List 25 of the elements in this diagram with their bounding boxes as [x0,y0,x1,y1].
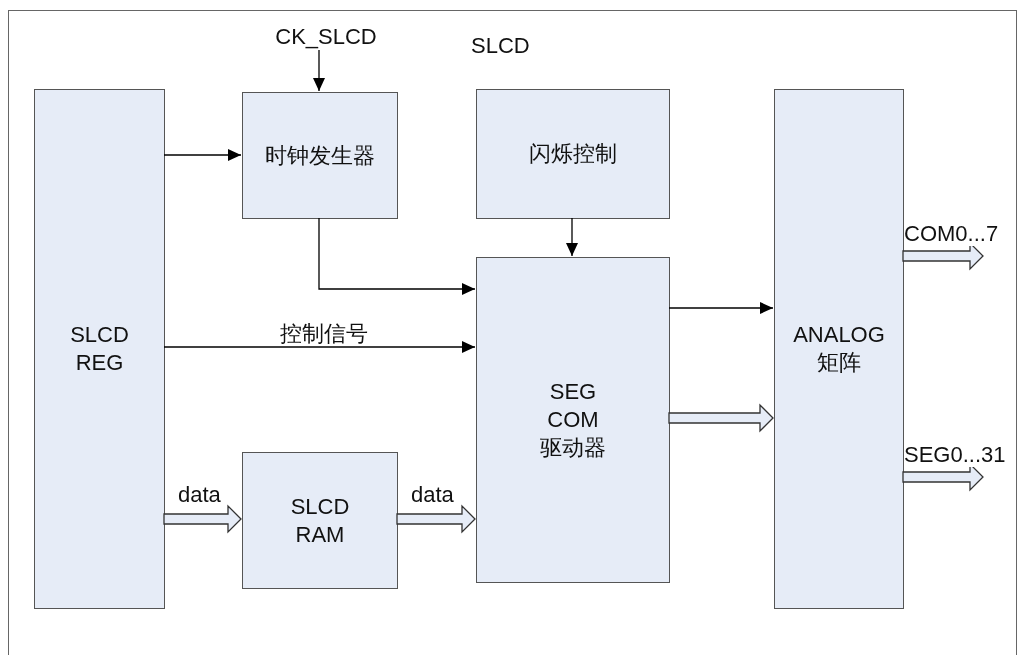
bus-arrow [396,504,476,534]
arrow [318,217,476,295]
frame-title: SLCD [471,34,530,58]
edge-label: 控制信号 [280,322,368,346]
block-label: SLCD RAM [289,492,351,549]
arrow [163,341,476,353]
clock-block [242,92,398,219]
bus-arrow [668,403,774,433]
block-label: 闪烁控制 [529,140,617,168]
block-label: SEG COM 驱动器 [539,378,607,462]
arrow [566,217,578,257]
register-block [34,89,165,609]
block-label: SLCD REG [69,321,130,377]
ram-block [242,452,398,589]
arrow [313,49,325,92]
block-label: ANALOG 矩阵 [792,321,886,377]
block-label: 时钟发生器 [265,141,375,170]
driver-block [476,257,670,583]
blink-control-block [476,89,670,219]
module-frame [8,10,1017,655]
arrow [668,302,774,314]
bus-arrow [163,504,242,534]
arrow [163,149,242,161]
matrix-block [774,89,904,609]
signal-label: CK_SLCD [275,23,377,51]
